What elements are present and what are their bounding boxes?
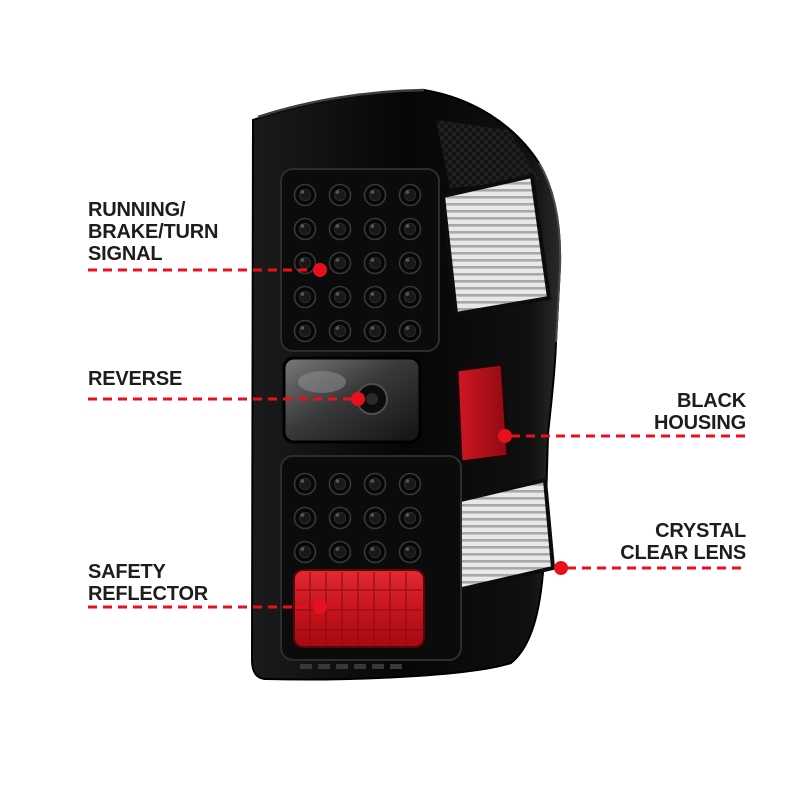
callout-reverse: REVERSE [88, 368, 182, 390]
callout-black-housing: BLACK HOUSING [654, 390, 746, 434]
upper-led-panel [280, 168, 440, 352]
callout-line: CLEAR LENS [620, 542, 746, 564]
pointer-dot-safety-reflector [313, 600, 327, 614]
callout-line: RUNNING/ [88, 199, 186, 221]
callout-line: BRAKE/TURN [88, 221, 219, 243]
upper-clear-lens [440, 173, 552, 317]
callout-line: HOUSING [654, 412, 746, 434]
callout-line: REFLECTOR [88, 583, 209, 605]
side-marker-reflector [455, 362, 510, 464]
housing-texture [436, 120, 540, 188]
pointer-dot-reverse [351, 392, 365, 406]
callout-safety-reflector: SAFETY REFLECTOR [88, 561, 208, 605]
callout-line: BLACK [677, 390, 746, 412]
leader-lines [88, 268, 746, 609]
callout-line: SIGNAL [88, 243, 163, 265]
reverse-projector-core [366, 393, 378, 405]
reverse-lens-glare [298, 371, 346, 393]
callout-line: CRYSTAL [655, 520, 746, 542]
pointer-dots [313, 263, 568, 614]
housing-bottom-vents [300, 664, 402, 669]
lower-clear-lens [449, 477, 556, 593]
callout-crystal-clear-lens: CRYSTAL CLEAR LENS [620, 520, 746, 564]
callout-line: SAFETY [88, 561, 166, 583]
housing-top-highlight [257, 88, 425, 119]
housing-right-highlight [538, 162, 562, 343]
callout-line: REVERSE [88, 368, 183, 390]
callout-running-brake-turn-signal: RUNNING/ BRAKE/TURN SIGNAL [88, 199, 218, 265]
pointer-dot-crystal-clear-lens [554, 561, 568, 575]
pointer-dot-running-brake-turn [313, 263, 327, 277]
pointer-dot-black-housing [498, 429, 512, 443]
